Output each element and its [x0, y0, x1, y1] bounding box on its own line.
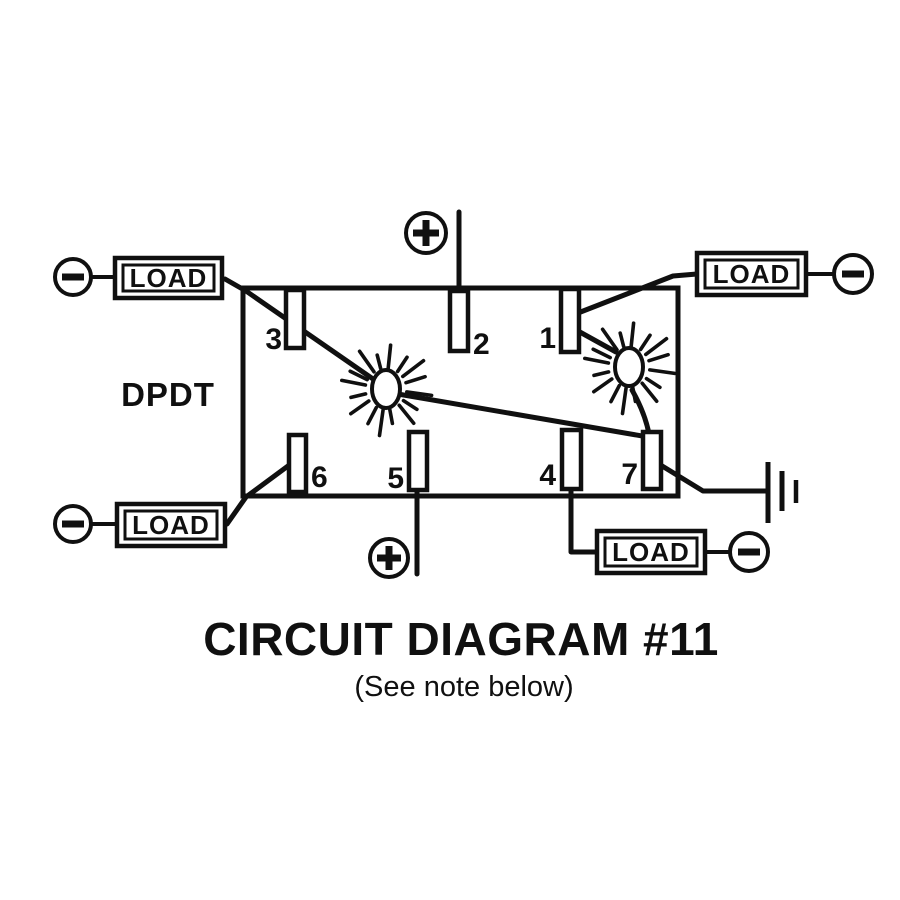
terminal-5-label: 5: [387, 462, 404, 495]
negative-terminal-top-left: [53, 257, 93, 297]
terminal-3-pin: [283, 287, 307, 351]
load-box-bottom-right: LOAD: [594, 528, 708, 576]
lamp-ray: [386, 343, 393, 370]
ground-icon: [765, 462, 799, 523]
lamp-ray: [387, 407, 395, 426]
lamp-ray: [375, 353, 383, 371]
wire-terminal1-to-lamp-right: [575, 328, 619, 355]
wire-lamp-left-to-terminal7: [389, 390, 651, 440]
lamp-ray: [620, 385, 628, 416]
load-label: LOAD: [713, 259, 791, 289]
lamp-ray: [618, 331, 626, 349]
terminal-3-label: 3: [265, 323, 282, 356]
terminal-2-label: 2: [473, 328, 490, 361]
terminal-6-pin: [286, 432, 309, 495]
terminal-labels: 3 2 1 6 5 4 7: [265, 322, 638, 495]
lamp-ray: [401, 398, 419, 412]
load-label: LOAD: [612, 537, 690, 567]
wire-load-topleft-to-lamp: [222, 276, 389, 391]
negative-terminal-top-right: [832, 253, 874, 295]
lamp-ray: [647, 368, 677, 376]
switch-type-label: DPDT: [121, 376, 215, 413]
terminal-2-pin: [447, 288, 471, 354]
plus-icon: [377, 546, 401, 570]
lamp-ray: [400, 358, 426, 379]
lamp-ray: [591, 347, 613, 360]
load-label: LOAD: [130, 263, 208, 293]
lamp-ray: [339, 378, 368, 387]
lamp-ray: [592, 370, 611, 378]
figure-subtitle: (See note below): [354, 671, 573, 703]
lamp-right-icon: [582, 321, 677, 416]
lamp-ray: [609, 383, 622, 404]
lamp-right-rays: [582, 321, 677, 416]
negative-terminal-bottom-right: [728, 531, 770, 573]
terminal-4-pin: [559, 427, 584, 492]
positive-terminal-top: [404, 211, 448, 255]
positive-terminal-bottom: [368, 537, 410, 579]
lamp-right-body: [613, 346, 645, 388]
lamp-ray: [357, 349, 376, 374]
lamp-ray: [349, 392, 368, 400]
lamp-ray: [348, 399, 371, 416]
figure-title: CIRCUIT DIAGRAM #11: [203, 613, 719, 665]
terminal-5-pin: [406, 429, 430, 493]
wire-terminal7-to-ground: [651, 458, 769, 494]
lamp-ray: [591, 377, 614, 394]
lamp-left-rays: [339, 343, 434, 438]
lamp-ray: [366, 405, 379, 426]
terminal-4-label: 4: [539, 459, 556, 492]
lamp-ray: [647, 352, 670, 363]
lamp-ray: [638, 333, 652, 352]
plus-icon: [413, 220, 439, 246]
load-box-bottom-left: LOAD: [114, 501, 228, 549]
switch-body: [240, 285, 681, 499]
terminal-1-pin: [558, 286, 582, 355]
lamp-ray: [377, 407, 385, 438]
negative-terminal-bottom-left: [53, 504, 93, 544]
terminal-7-pin: [640, 429, 664, 492]
terminal-7-label: 7: [621, 458, 638, 491]
lamp-ray: [404, 390, 434, 398]
lamp-ray: [404, 374, 427, 385]
lamp-ray: [348, 369, 370, 382]
wire-terminal1-to-load-topright: [575, 271, 700, 316]
load-label: LOAD: [132, 510, 210, 540]
load-box-top-left: LOAD: [112, 255, 225, 301]
wire-terminal4-to-load-bottom: [568, 488, 600, 555]
lamp-ray: [600, 327, 619, 352]
lamp-ray: [629, 321, 636, 348]
terminal-1-label: 1: [539, 322, 556, 355]
terminal-6-label: 6: [311, 461, 328, 494]
lamp-ray: [397, 403, 416, 426]
lamp-ray: [643, 336, 669, 357]
lamp-left-icon: [339, 343, 434, 438]
load-box-top-right: LOAD: [694, 250, 809, 298]
lamp-left-body: [370, 368, 402, 410]
lamp-ray: [630, 385, 638, 404]
terminal-pins: [283, 286, 664, 495]
lamp-ray: [395, 355, 409, 374]
lamp-ray: [644, 376, 662, 390]
lamp-ray: [640, 381, 659, 404]
lamp-ray: [582, 356, 611, 365]
